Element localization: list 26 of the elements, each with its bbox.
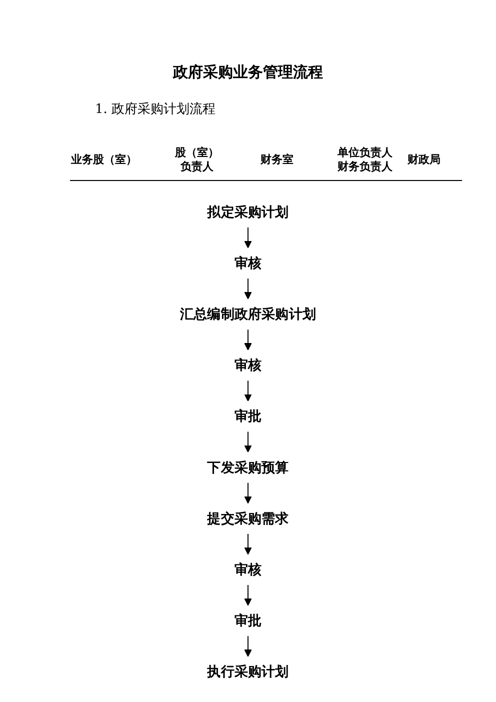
process-step: 审批 (234, 612, 262, 628)
arrow (244, 432, 252, 453)
column-header: 财务室 (260, 153, 294, 167)
process-step: 执行采购计划 (207, 663, 289, 680)
arrow (244, 534, 252, 555)
diagram-title: 政府采购业务管理流程 (173, 63, 323, 82)
arrow (244, 380, 252, 402)
process-step: 审核 (234, 356, 262, 374)
column-header: 股（室）负责人 (174, 146, 220, 174)
process-step: 下发采购预算 (207, 459, 289, 476)
arrow (244, 636, 252, 657)
process-step: 拟定采购计划 (207, 204, 289, 220)
column-header: 业务股（室） (71, 153, 137, 167)
column-header: 单位负责人财务负责人 (336, 146, 394, 174)
arrow (244, 227, 252, 248)
section-heading: 1. 政府采购计划流程 (95, 101, 216, 118)
process-step: 提交采购需求 (207, 510, 289, 526)
arrow (244, 330, 252, 350)
process-step: 审批 (234, 408, 262, 424)
arrow (244, 482, 252, 504)
column-header: 财政局 (408, 153, 440, 167)
process-step: 汇总编制政府采购计划 (180, 306, 316, 322)
process-step: 审核 (234, 561, 262, 578)
process-step: 审核 (234, 254, 262, 271)
arrow (244, 278, 252, 300)
arrow (244, 585, 252, 606)
